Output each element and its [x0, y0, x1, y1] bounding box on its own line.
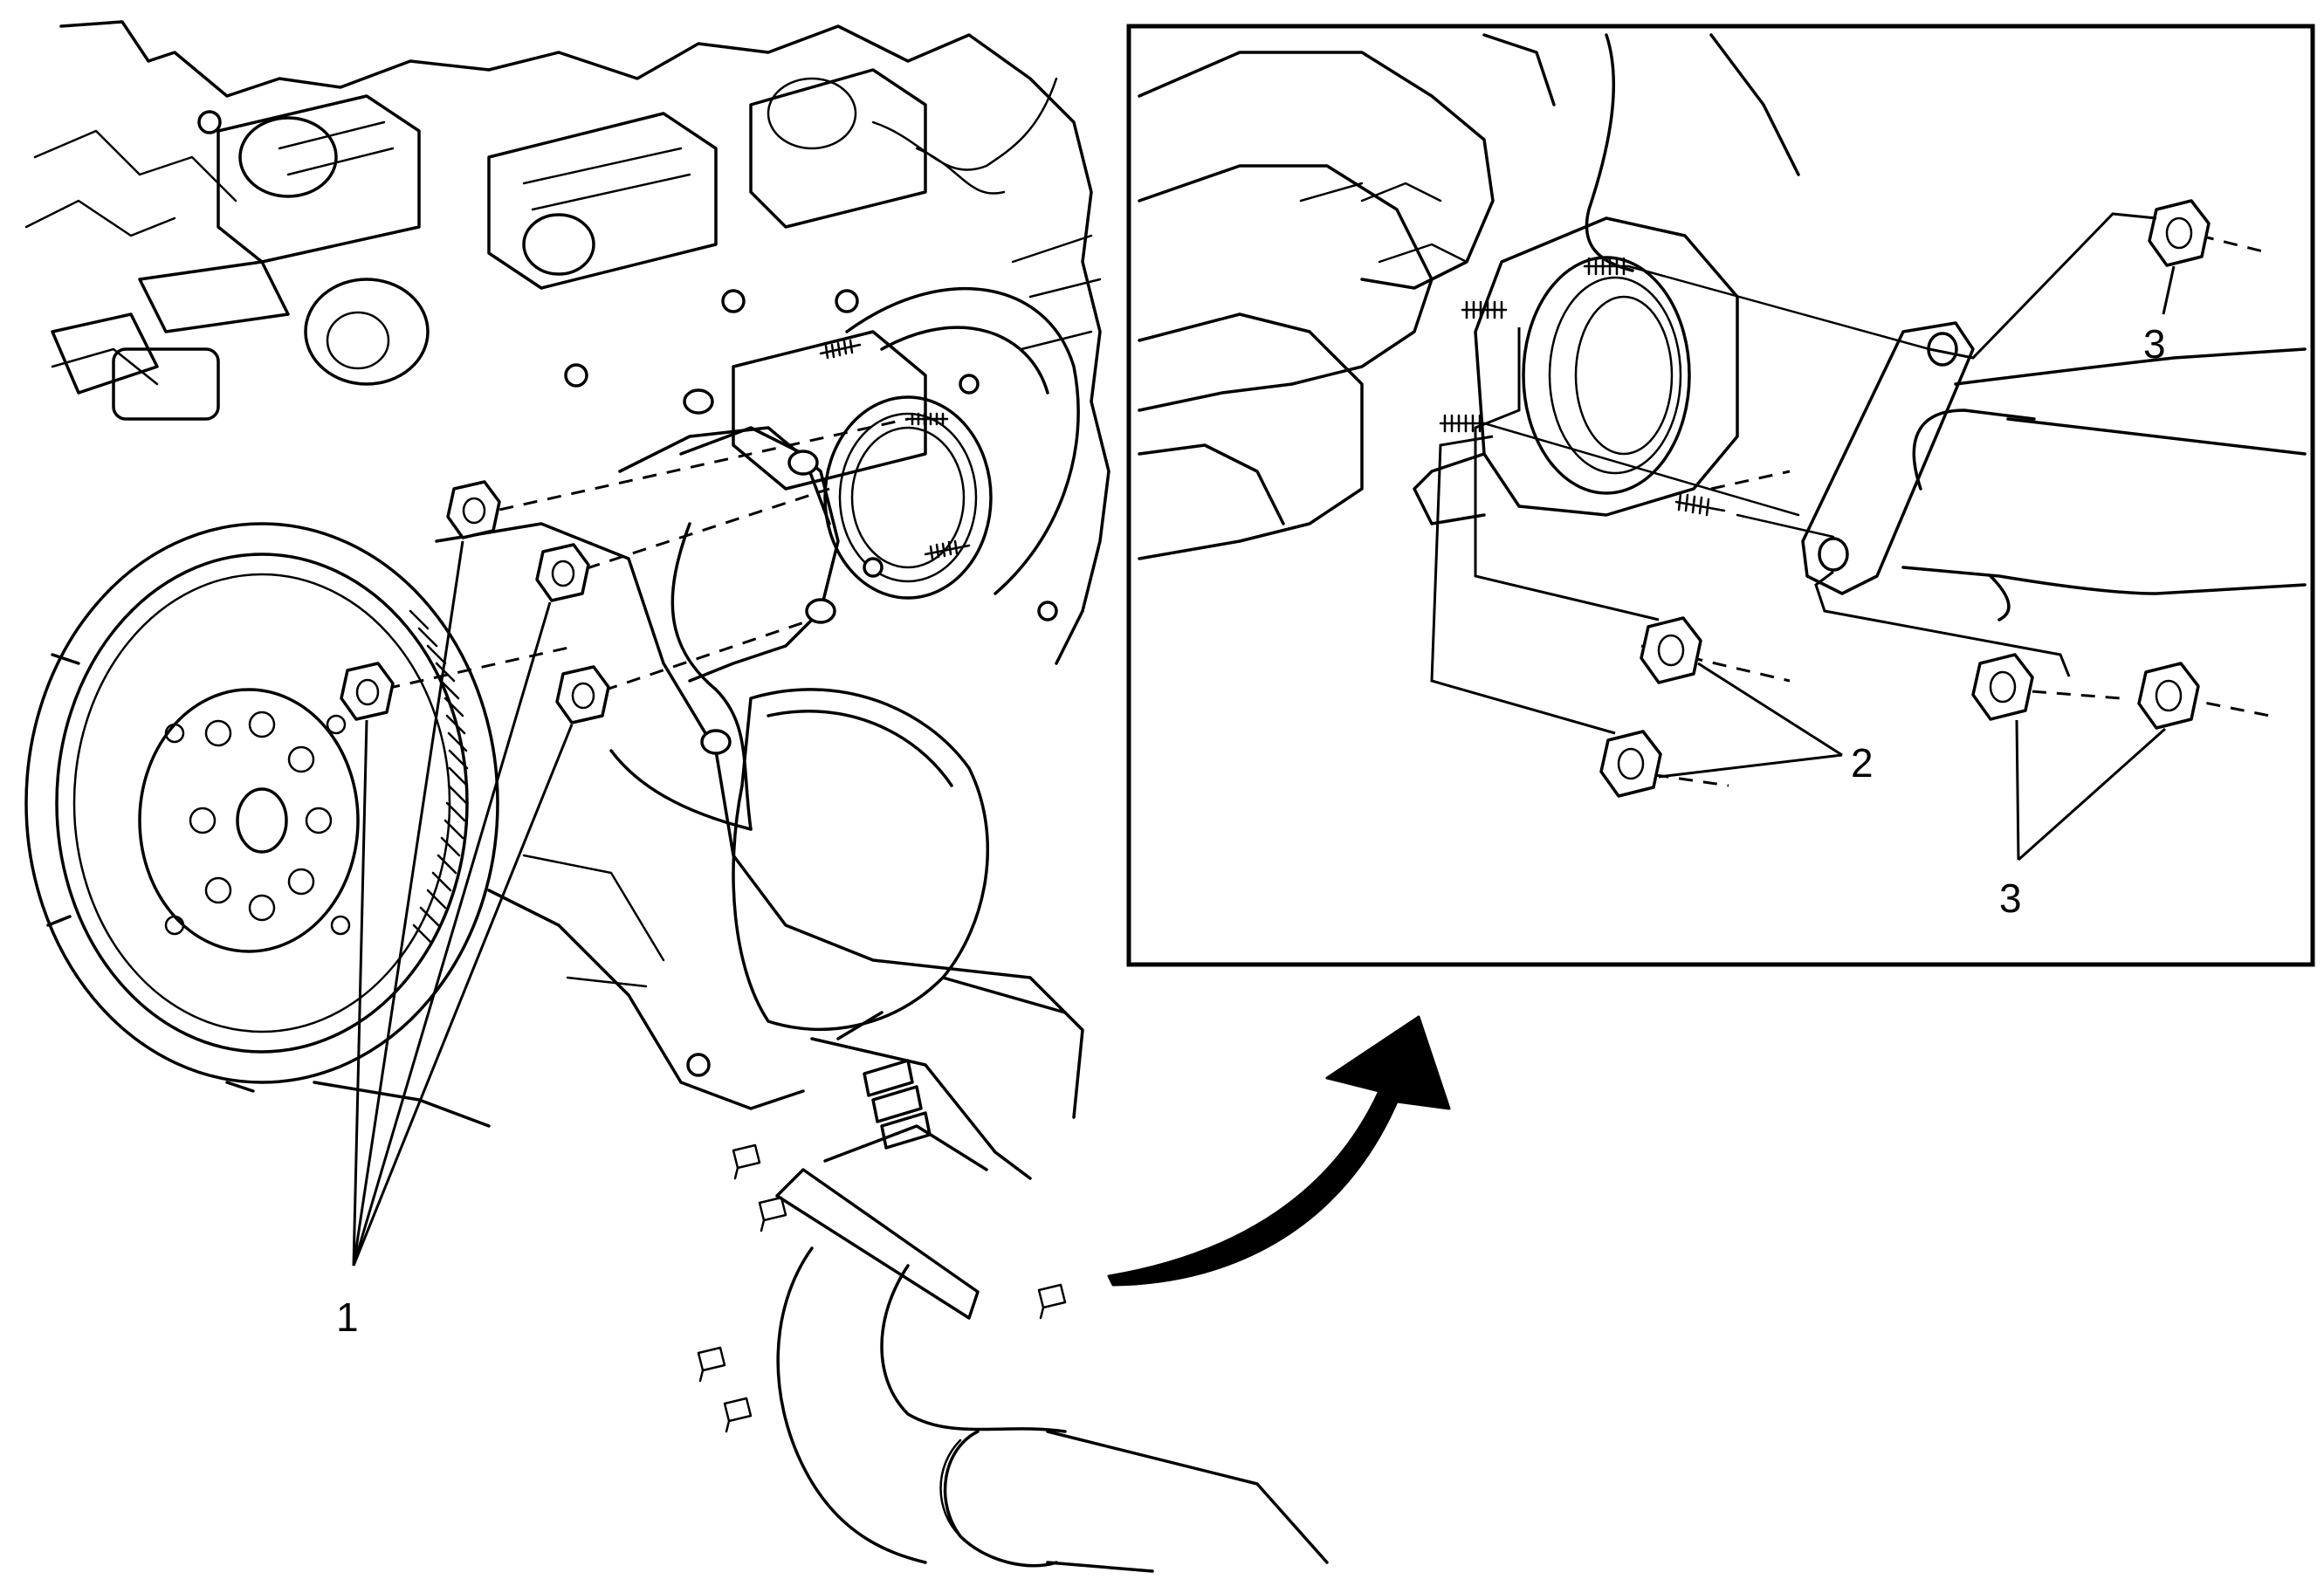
nuts-group-1 — [340, 417, 909, 724]
callout-1-leaders — [352, 540, 574, 1267]
flange-nut-icon — [1599, 730, 1662, 798]
flange-nut-icon — [340, 662, 395, 721]
flywheel — [24, 522, 499, 1093]
gasket-clips — [697, 1143, 1067, 1433]
callout-3-top: 3 — [2143, 321, 2166, 367]
callout-2: 2 — [1851, 740, 1874, 786]
threaded-stud-icon — [1439, 257, 1726, 517]
flange-nut-icon — [2137, 662, 2200, 730]
detail-inset: 2 3 3 — [1126, 24, 2315, 967]
threaded-stud-icon — [819, 339, 971, 560]
flange-nut-icon — [1971, 653, 2034, 721]
catalytic-converter — [609, 688, 1067, 1032]
callout-3-bottom: 3 — [1999, 875, 2022, 921]
flange-nut-icon — [555, 665, 610, 724]
curved-arrow-icon[interactable] — [1107, 1015, 1451, 1287]
exhaust-manifold — [618, 286, 1080, 831]
flange-nut-icon — [2148, 199, 2211, 267]
flange-nut-icon — [446, 480, 501, 539]
engine-block-illustration — [24, 20, 1110, 1128]
callout-1: 1 — [336, 1294, 359, 1340]
flange-nut-icon — [535, 543, 590, 602]
exhaust-front-pipe — [775, 1011, 1329, 1573]
flange-nut-icon — [1640, 616, 1702, 684]
